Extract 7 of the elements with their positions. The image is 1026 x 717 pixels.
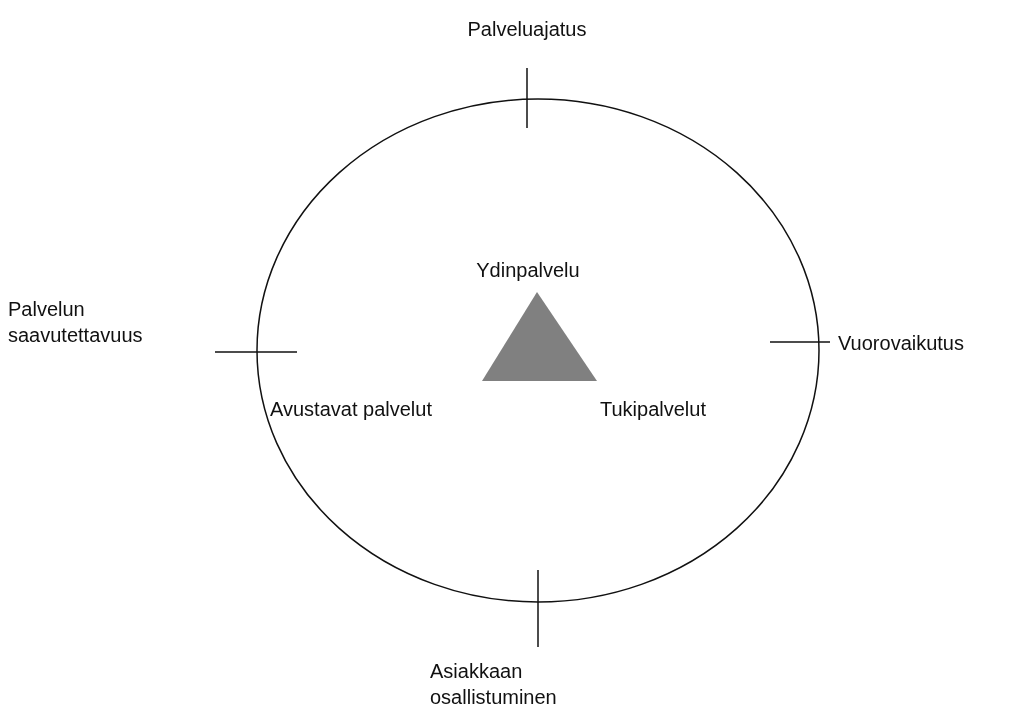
dimension-label: Palvelun saavutettavuus xyxy=(8,297,144,348)
dimension-label: Palveluajatus xyxy=(466,17,588,42)
vertex-label: Avustavat palvelut xyxy=(270,397,433,422)
vertex-label: Tukipalvelut xyxy=(600,397,707,422)
vertex-label: Ydinpalvelu xyxy=(475,258,581,283)
dimension-label: Asiakkaan osallistuminen xyxy=(430,659,558,710)
dimension-label: Vuorovaikutus xyxy=(838,331,965,356)
